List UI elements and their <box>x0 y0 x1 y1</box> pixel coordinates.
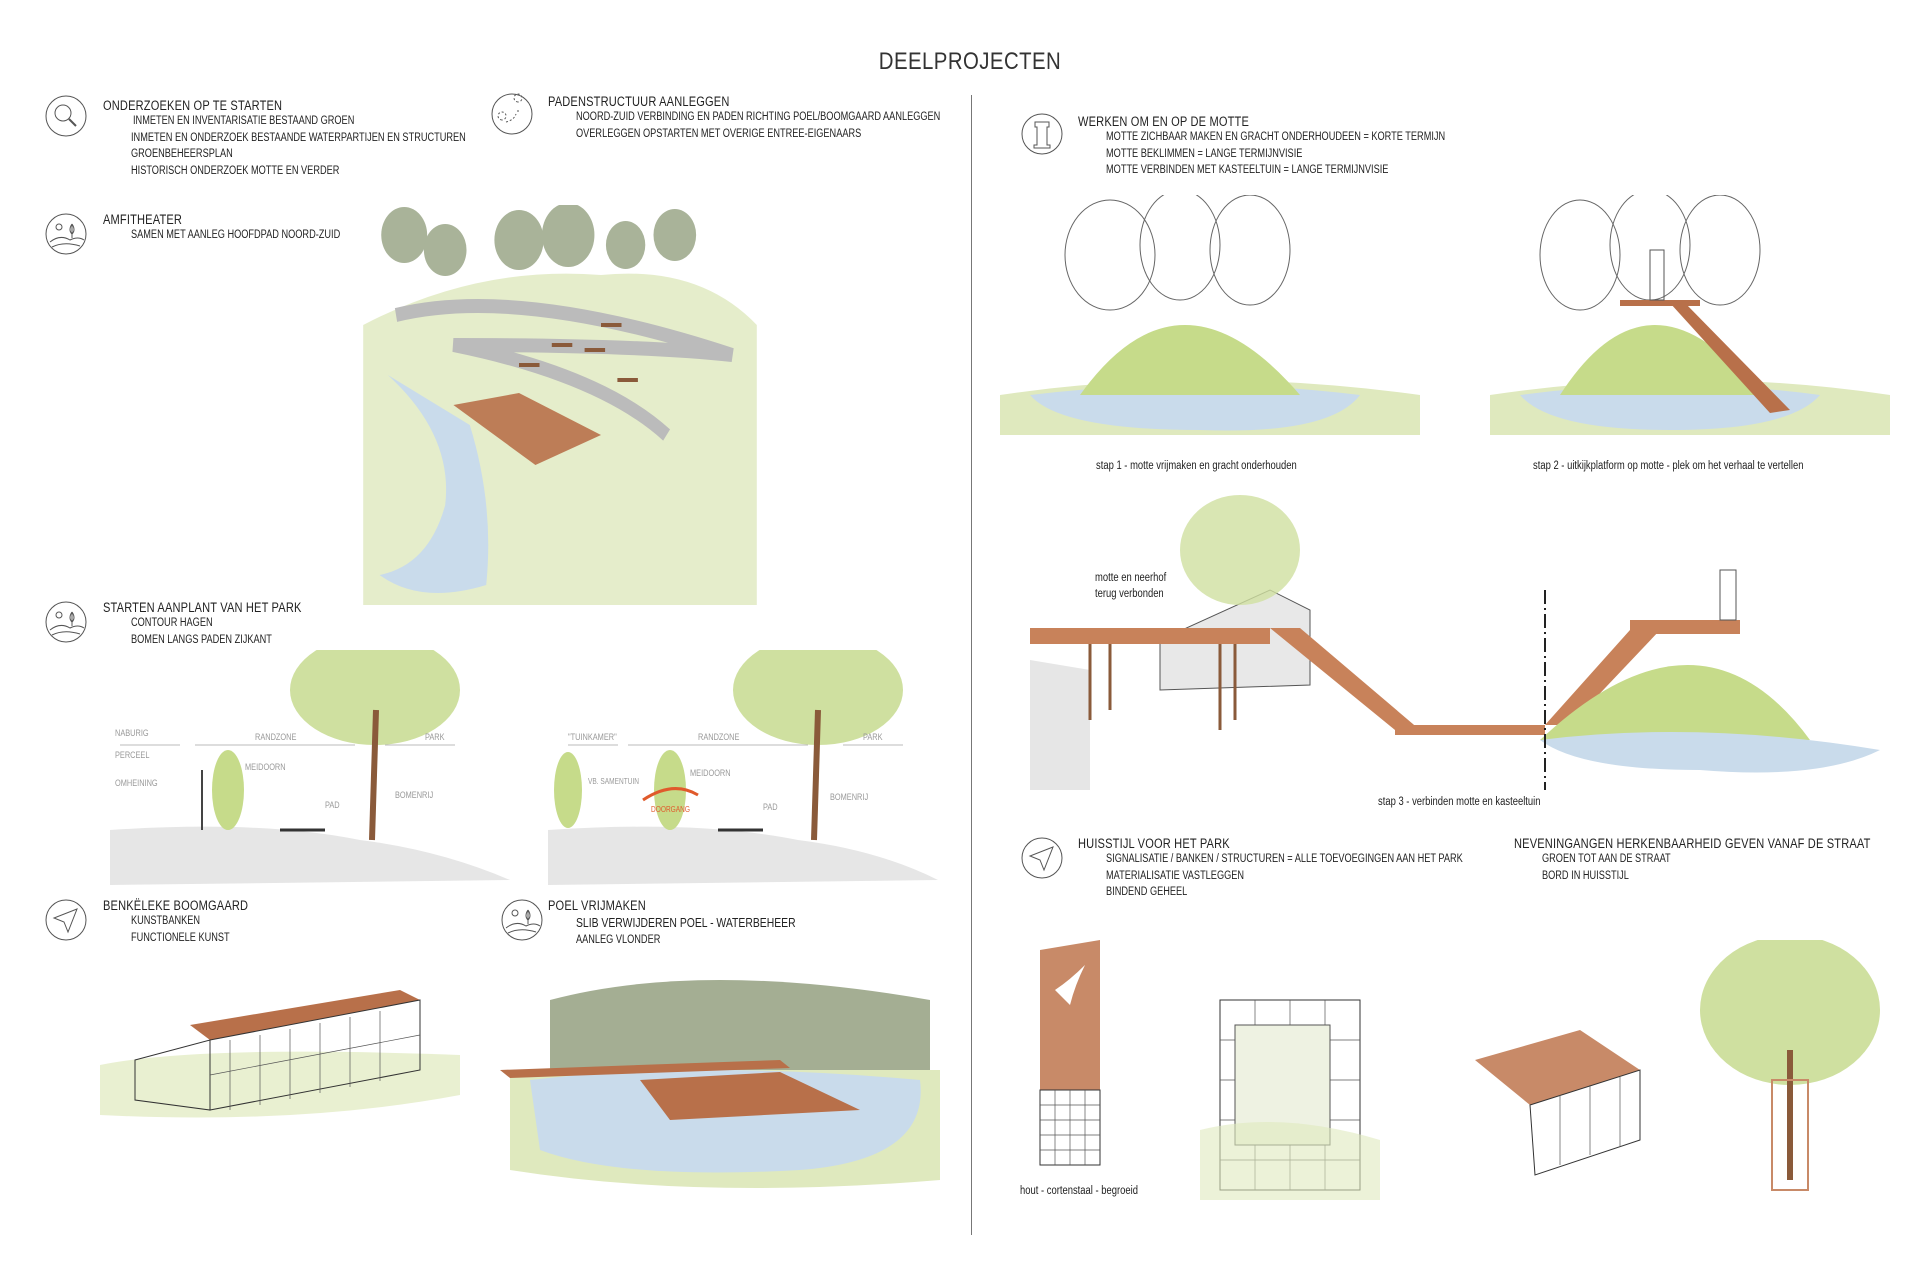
section-line: BINDEND GEHEEL <box>1106 886 1188 898</box>
section-padenstructuur: PADENSTRUCTUUR AANLEGGEN NOORD-ZUID VERB… <box>548 94 1031 142</box>
caption-materiaal: hout - cortenstaal - begroeid <box>1020 1185 1138 1197</box>
huisstijl-sketches <box>1039 940 1880 1200</box>
label: RANDZONE <box>698 732 740 742</box>
section-line: BOMEN LANGS PADEN ZIJKANT <box>131 633 272 646</box>
label: MEIDOORN <box>690 768 731 778</box>
caption-stap1: stap 1 - motte vrijmaken en gracht onder… <box>1096 460 1297 472</box>
label: BOMENRIJ <box>830 792 869 802</box>
section-heading: STARTEN AANPLANT VAN HET PARK <box>103 600 302 615</box>
section-line: HISTORISCH ONDERZOEK MOTTE EN VERDER <box>131 164 340 177</box>
label-doorgang: DOORGANG <box>651 805 691 814</box>
label: PAD <box>763 802 778 812</box>
caption-neerhof-1: motte en neerhof <box>1095 572 1167 584</box>
section-line: CONTOUR HAGEN <box>131 617 213 629</box>
cross-section-b: "TUINKAMER" RANDZONE PARK VB. SAMENTUIN … <box>548 650 938 885</box>
label: PAD <box>325 800 340 810</box>
section-heading: POEL VRIJMAKEN <box>548 898 646 913</box>
section-line: SAMEN MET AANLEG HOOFDPAD NOORD-ZUID <box>131 229 341 241</box>
bench-sign-sketch <box>1475 1030 1641 1176</box>
section-line: SLIB VERWIJDEREN POEL - WATERBEHEER <box>576 915 796 930</box>
label: PARK <box>425 732 445 742</box>
label: PERCEEL <box>115 750 150 760</box>
amfitheater-sketch <box>363 205 757 605</box>
label: PARK <box>863 732 883 742</box>
column-divider <box>971 95 972 1235</box>
section-line: BORD IN HUISSTIJL <box>1542 869 1629 882</box>
navigation-arrow-icon <box>44 898 88 942</box>
label: OMHEINING <box>115 778 158 788</box>
section-heading: HUISSTIJL VOOR HET PARK <box>1078 836 1230 851</box>
section-line: OVERLEGGEN OPSTARTEN MET OVERIGE ENTREE-… <box>576 127 862 140</box>
cross-section-a: NABURIG PERCEEL RANDZONE PARK OMHEINING … <box>110 650 520 885</box>
section-boomgaard: BENKËLEKE BOOMGAARD KUNSTBANKEN FUNCTION… <box>103 898 280 946</box>
section-line: MATERIALISATIE VASTLEGGEN <box>1106 869 1245 882</box>
caption-neerhof-2: terug verbonden <box>1095 588 1164 600</box>
section-heading: BENKËLEKE BOOMGAARD <box>103 898 249 913</box>
label: "TUINKAMER" <box>568 732 617 742</box>
section-line: GROEN TOT AAN DE STRAAT <box>1542 853 1671 865</box>
section-line: NOORD-ZUID VERBINDING EN PADEN RICHTING … <box>576 111 941 123</box>
section-poel: POEL VRIJMAKEN SLIB VERWIJDEREN POEL - W… <box>548 898 851 949</box>
section-heading: ONDERZOEKEN OP TE STARTEN <box>103 98 283 113</box>
landscape-icon <box>500 898 544 942</box>
section-aanplant: STARTEN AANPLANT VAN HET PARK CONTOUR HA… <box>103 600 345 648</box>
section-heading: WERKEN OM EN OP DE MOTTE <box>1078 114 1250 129</box>
art-bench-sketch <box>100 990 460 1118</box>
section-onderzoeken: ONDERZOEKEN OP TE STARTEN INMETEN EN INV… <box>103 98 550 179</box>
section-neveningangen: NEVENINGANGEN HERKENBAARHEID GEVEN VANAF… <box>1514 836 1920 884</box>
section-line: MOTTE BEKLIMMEN = LANGE TERMIJNVISIE <box>1106 147 1303 160</box>
label: NABURIG <box>115 728 149 738</box>
motte-step3-sketch <box>1030 495 1880 790</box>
caption-stap3: stap 3 - verbinden motte en kasteeltuin <box>1378 796 1541 808</box>
label: MEIDOORN <box>245 762 286 772</box>
section-line: FUNCTIONELE KUNST <box>131 931 230 944</box>
magnifier-icon <box>44 94 88 138</box>
section-line: MOTTE VERBINDEN MET KASTEELTUIN = LANGE … <box>1106 164 1389 176</box>
tower-icon <box>1020 112 1064 156</box>
label: VB. SAMENTUIN <box>588 777 640 786</box>
navigation-arrow-icon <box>1020 836 1064 880</box>
section-huisstijl: HUISSTIJL VOOR HET PARK SIGNALISATIE / B… <box>1078 836 1552 901</box>
map-route-icon <box>490 92 534 136</box>
section-line: AANLEG VLONDER <box>576 934 661 946</box>
section-line: SIGNALISATIE / BANKEN / STRUCTUREN = ALL… <box>1106 853 1463 865</box>
tree-guard-sketch <box>1700 940 1880 1191</box>
motte-step2-sketch <box>1490 195 1890 435</box>
section-heading: PADENSTRUCTUUR AANLEGGEN <box>548 94 730 109</box>
landscape-icon <box>44 212 88 256</box>
motte-step1-sketch <box>1000 195 1420 435</box>
info-board-sketch <box>1200 999 1380 1200</box>
section-amfitheater: AMFITHEATER SAMEN MET AANLEG HOOFDPAD NO… <box>103 212 393 244</box>
signpost-sketch <box>1039 940 1101 1166</box>
section-line: INMETEN EN INVENTARISATIE BESTAAND GROEN <box>133 115 355 127</box>
section-motte: WERKEN OM EN OP DE MOTTE MOTTE ZICHBAAR … <box>1078 114 1530 179</box>
landscape-icon <box>44 600 88 644</box>
section-heading: AMFITHEATER <box>103 212 183 227</box>
page-title: DEELPROJECTEN <box>878 48 1062 75</box>
section-line: KUNSTBANKEN <box>131 915 201 927</box>
section-line: GROENBEHEERSPLAN <box>131 148 233 160</box>
label: RANDZONE <box>255 732 297 742</box>
pond-sketch <box>500 980 940 1188</box>
section-line: MOTTE ZICHBAAR MAKEN EN GRACHT ONDERHOUD… <box>1106 131 1446 143</box>
section-line: INMETEN EN ONDERZOEK BESTAANDE WATERPART… <box>131 131 466 144</box>
caption-stap2: stap 2 - uitkijkplatform op motte - plek… <box>1533 460 1804 472</box>
section-heading: NEVENINGANGEN HERKENBAARHEID GEVEN VANAF… <box>1514 836 1871 851</box>
label: BOMENRIJ <box>395 790 434 800</box>
